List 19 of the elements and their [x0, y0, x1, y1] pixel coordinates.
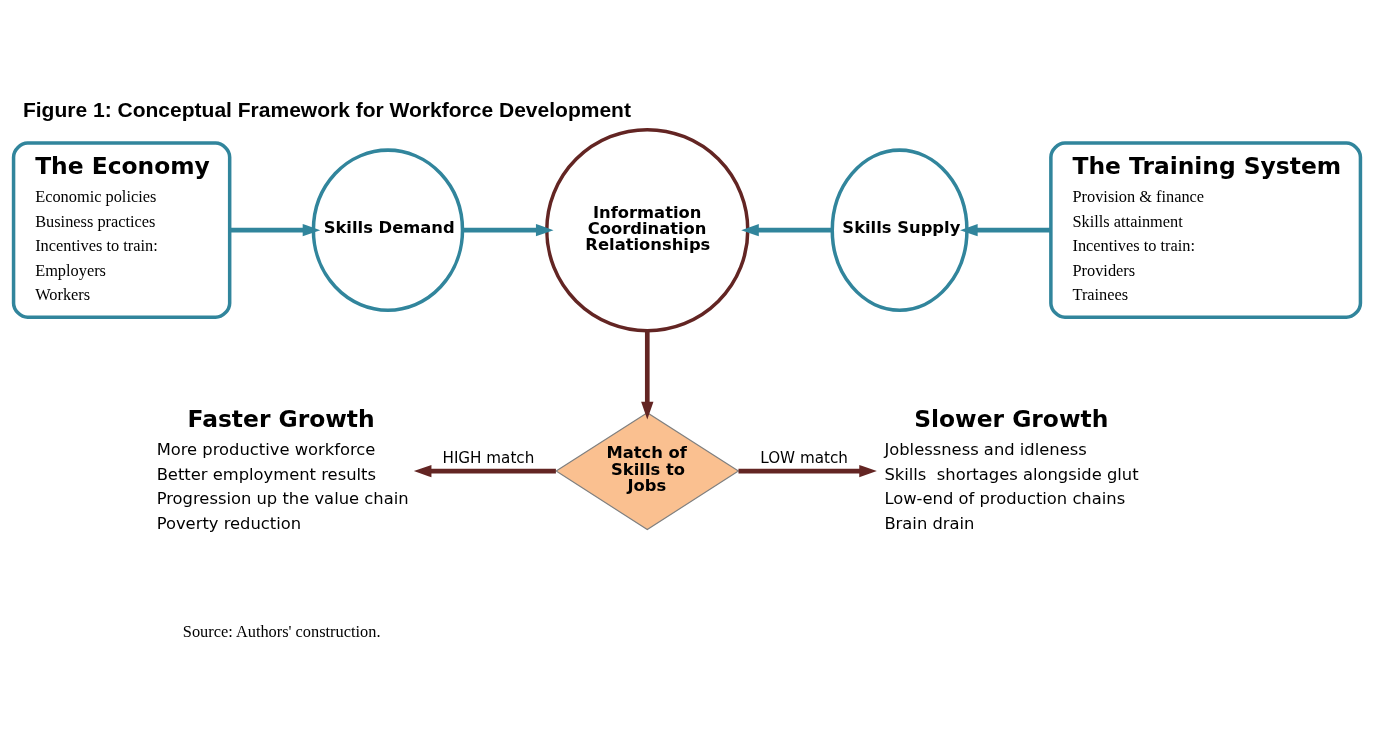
node-text: Slower Growth Joblessness and idleness Skills shortages alongside glut Low-end of production chains Brain drain	[884, 404, 1139, 533]
node-text: Faster Growth More productive workforce Better employment results Progression up the value chain Poverty reduction	[156, 404, 409, 533]
node-box: The Training System Provision & finance Skills attainment Incentives to train: Providers Trainees	[1049, 140, 1363, 319]
arrow	[413, 464, 556, 477]
arrow	[738, 464, 877, 477]
node-diamond: Match of Skills to Jobs	[555, 411, 740, 530]
arrow	[229, 223, 321, 236]
edge-label: HIGH match	[442, 448, 535, 467]
arrow	[462, 223, 554, 236]
arrow	[741, 223, 832, 236]
arrow	[641, 330, 654, 419]
diagram-title: Figure 1: Conceptual Framework for Workforce Development	[22, 97, 631, 121]
node-box: The Economy Economic policies Business practices Incentives to train: Employers Workers	[11, 140, 232, 319]
arrow	[960, 223, 1051, 236]
node-ellipse: Skills Supply	[830, 147, 969, 312]
label: Source: Authors' construction.	[182, 621, 381, 641]
edge-label: LOW match	[760, 448, 848, 467]
node-circle: Skills Demand	[311, 147, 465, 312]
node-circle: Information Coordination Relationships	[545, 127, 750, 332]
